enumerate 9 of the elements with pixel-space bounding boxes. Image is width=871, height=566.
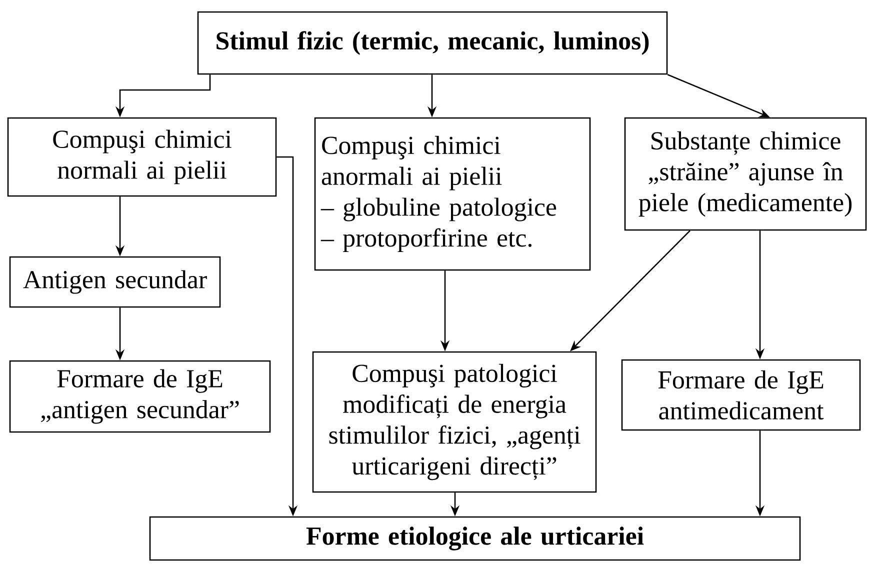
process-box: Compuşi patologici modificați de energia stimulilor fizici, „agenți urticarigeni direcți”: [312, 351, 597, 493]
title-box: Stimul fizic (termic, mecanic, luminos): [197, 11, 668, 75]
process-box: Formare de IgE antimedicament: [621, 359, 861, 431]
process-box: Compuşi chimici anormali ai pielii – globuline patologice – protoporfirine etc.: [314, 117, 591, 271]
process-box: Compuşi chimici normali ai pielii: [7, 117, 277, 197]
process-box: Formare de IgE „antigen secundar”: [9, 360, 271, 433]
process-box: Substanțe chimice „străine” ajunse în piele (medicamente): [624, 117, 867, 231]
process-box: Antigen secundar: [9, 256, 221, 308]
result-box: Forme etiologice ale urticariei: [149, 516, 801, 561]
